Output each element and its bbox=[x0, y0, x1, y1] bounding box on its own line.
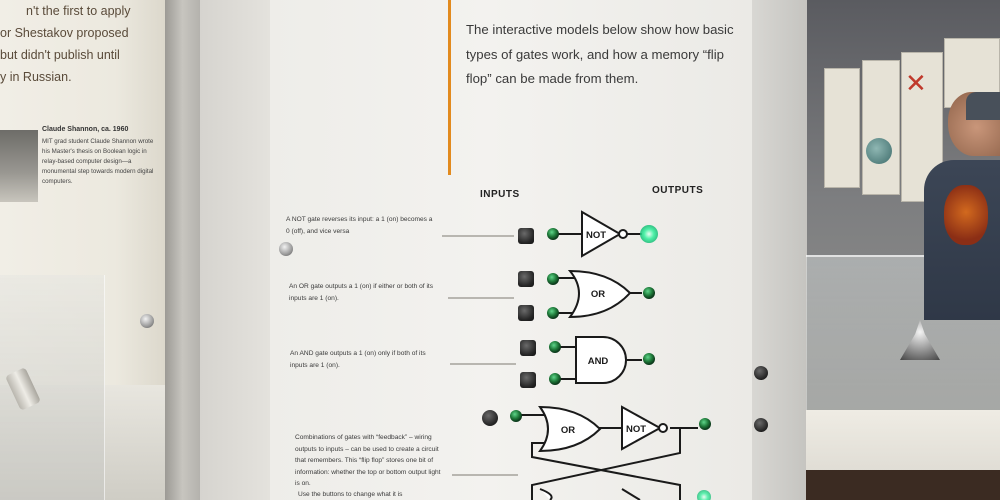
leader-line-and bbox=[450, 363, 516, 365]
globe-icon bbox=[866, 138, 892, 164]
wall-bolt bbox=[279, 242, 293, 256]
wall-poster bbox=[824, 68, 860, 188]
and-input-a-button[interactable] bbox=[520, 340, 536, 356]
led-or-input-b bbox=[547, 307, 559, 319]
wall-bolt bbox=[754, 366, 768, 380]
or-gate: OR bbox=[567, 269, 632, 319]
shannon-photo bbox=[0, 130, 38, 202]
led-and-output bbox=[643, 353, 655, 365]
led-flip-flop-bottom-output bbox=[697, 490, 711, 500]
wall-bolt bbox=[754, 418, 768, 432]
accent-line bbox=[448, 0, 451, 175]
photo-caption-body: MIT grad student Claude Shannon wrote hi… bbox=[42, 138, 154, 185]
not-gate: NOT bbox=[581, 210, 628, 258]
flip-flop-set-button[interactable] bbox=[482, 410, 498, 426]
led-flip-flop-input bbox=[510, 410, 522, 422]
led-not-output-lit bbox=[640, 225, 658, 243]
wall-text-line-3: but didn't publish until bbox=[0, 48, 120, 62]
or-gate-label: OR bbox=[591, 289, 605, 300]
led-and-input-b bbox=[549, 373, 561, 385]
or-input-a-button[interactable] bbox=[518, 271, 534, 287]
photo-caption-title: Claude Shannon, ca. 1960 bbox=[42, 126, 129, 133]
flip-flop-not-label: NOT bbox=[626, 424, 646, 435]
wall-text-line-2: or Shestakov proposed bbox=[0, 26, 129, 40]
wall-poster bbox=[862, 60, 900, 195]
logic-gate-circuits: NOT OR AND OR NOT bbox=[520, 210, 698, 500]
wall-text-line-1: n't the first to apply bbox=[26, 4, 131, 18]
wall-text-line-4: y in Russian. bbox=[0, 70, 72, 84]
flip-flop-description: Combinations of gates with “feedback” – … bbox=[295, 434, 441, 487]
not-gate-description: A NOT gate reverses its input: a 1 (on) … bbox=[286, 216, 433, 235]
panel-side bbox=[200, 0, 270, 500]
shirt-graphic bbox=[944, 185, 988, 245]
not-gate-label: NOT bbox=[586, 230, 606, 241]
and-gate-description: An AND gate outputs a 1 (on) only if bot… bbox=[290, 350, 426, 369]
or-gate-description: An OR gate outputs a 1 (on) if either or… bbox=[289, 283, 434, 302]
or-input-b-button[interactable] bbox=[518, 305, 534, 321]
and-input-b-button[interactable] bbox=[520, 372, 536, 388]
flip-flop-or-label: OR bbox=[561, 425, 575, 436]
led-not-input bbox=[547, 228, 559, 240]
gap-column bbox=[165, 0, 200, 500]
case-plinth bbox=[806, 470, 1000, 500]
intro-text: The interactive models below show how ba… bbox=[466, 22, 734, 86]
flip-flop-or-gate: OR bbox=[538, 405, 602, 453]
and-gate: AND bbox=[575, 336, 627, 384]
led-and-input-a bbox=[549, 341, 561, 353]
leader-line-not bbox=[442, 235, 514, 237]
led-set bbox=[510, 225, 711, 500]
wall-bolt bbox=[140, 314, 154, 328]
led-or-output bbox=[643, 287, 655, 299]
flip-flop-not-gate: NOT bbox=[621, 405, 668, 451]
right-column bbox=[752, 0, 807, 500]
not-input-button[interactable] bbox=[518, 228, 534, 244]
inputs-header: INPUTS bbox=[480, 189, 520, 200]
buttons-instruction: Use the buttons to change what it is bbox=[298, 491, 403, 498]
visitor-cap bbox=[966, 92, 1000, 120]
leader-line-or bbox=[448, 297, 514, 299]
crossed-out-icon: ✕ bbox=[905, 68, 927, 98]
led-or-input-a bbox=[547, 273, 559, 285]
leader-line-flipflop bbox=[452, 474, 518, 476]
outputs-header: OUTPUTS bbox=[652, 185, 704, 196]
led-flip-flop-top-output bbox=[699, 418, 711, 430]
and-gate-label: AND bbox=[588, 356, 609, 367]
